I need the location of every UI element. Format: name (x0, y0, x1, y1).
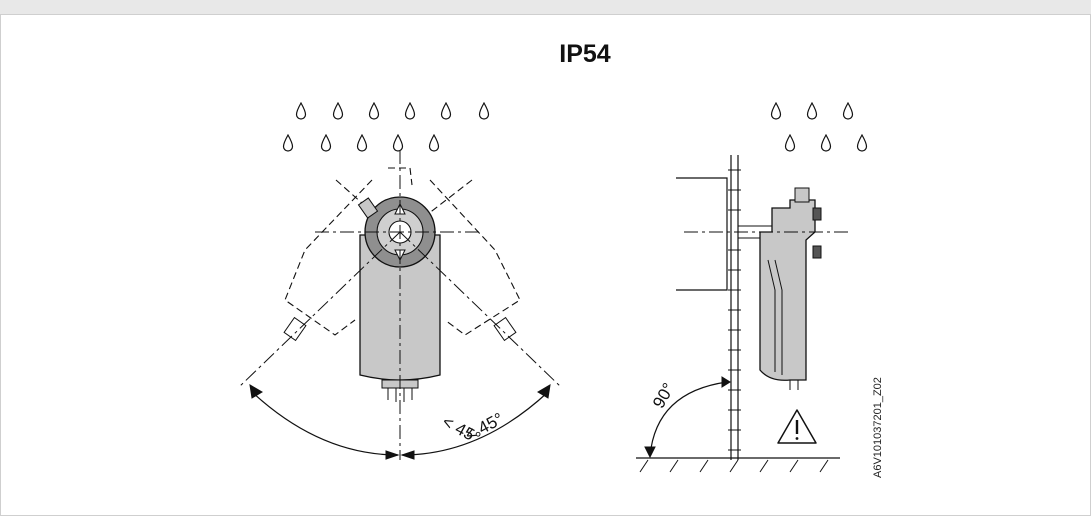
rain-drops-right (770, 102, 868, 152)
warning-triangle-icon (777, 409, 817, 444)
rain-drops-left (282, 102, 490, 152)
document-code: A6V101037201_Z02 (872, 377, 884, 478)
actuator-front-view (237, 150, 563, 460)
actuator-side-view (636, 155, 852, 473)
diagram-title: IP54 (559, 40, 611, 68)
top-bar (0, 0, 1091, 15)
